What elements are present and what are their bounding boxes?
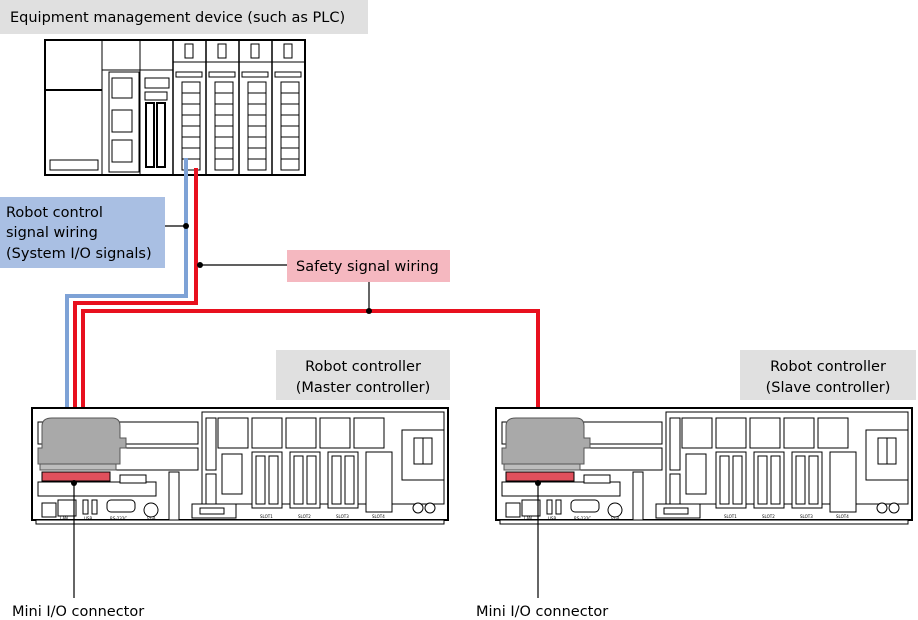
slave-controller bbox=[495, 407, 913, 525]
plc-title: Equipment management device (such as PLC… bbox=[10, 10, 345, 26]
master-controller-label: Robot controller (Master controller) bbox=[276, 350, 450, 400]
plc-device bbox=[44, 39, 306, 176]
label-line: (Master controller) bbox=[296, 380, 431, 396]
slave-controller-label: Robot controller (Slave controller) bbox=[740, 350, 916, 400]
safety-wiring-label: Safety signal wiring bbox=[197, 250, 450, 314]
robot-control-wiring-label: Robot control signal wiring (System I/O … bbox=[0, 197, 189, 268]
mini-io-callout-slave: Mini I/O connector bbox=[476, 480, 608, 620]
mini-io-callout-master: Mini I/O connector bbox=[12, 480, 144, 620]
label-line: Robot controller bbox=[770, 359, 886, 375]
label-line: Robot control bbox=[6, 205, 103, 221]
safety-wire-plc bbox=[73, 168, 198, 420]
master-controller bbox=[31, 407, 449, 525]
label-text: Safety signal wiring bbox=[296, 259, 439, 275]
label-line: (System I/O signals) bbox=[6, 246, 152, 262]
label-line: signal wiring bbox=[6, 225, 98, 241]
safety-wire-link bbox=[81, 309, 540, 420]
label-line: Robot controller bbox=[305, 359, 421, 375]
mini-io-label: Mini I/O connector bbox=[12, 604, 144, 620]
label-line: (Slave controller) bbox=[766, 380, 891, 396]
plc-label: Equipment management device (such as PLC… bbox=[0, 0, 368, 34]
mini-io-label: Mini I/O connector bbox=[476, 604, 608, 620]
